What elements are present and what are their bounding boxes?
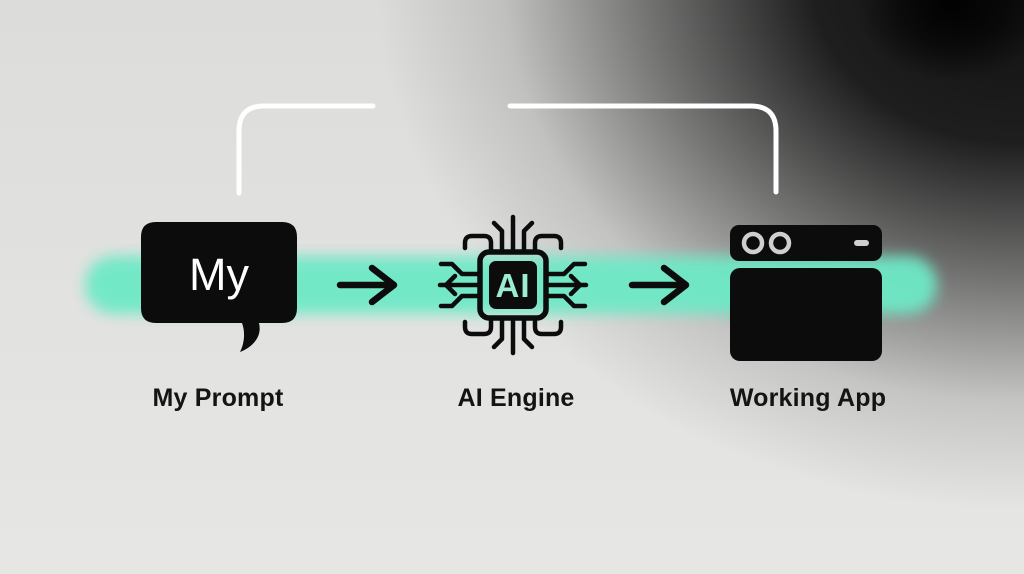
bubble-text: My bbox=[189, 249, 249, 300]
step-working-app bbox=[728, 223, 884, 363]
arrow-right-icon bbox=[336, 264, 398, 306]
browser-window-icon bbox=[730, 225, 882, 361]
step-ai-engine: AI bbox=[428, 203, 598, 367]
step-label-my-prompt: My Prompt bbox=[152, 384, 284, 412]
ai-chip-icon bbox=[437, 214, 589, 356]
step-my-prompt: My bbox=[140, 221, 298, 355]
arrow-right-icon bbox=[628, 264, 690, 306]
step-label-ai-engine: AI Engine bbox=[457, 384, 575, 412]
chip-text: AI bbox=[495, 267, 531, 304]
speech-bubble-icon bbox=[141, 222, 297, 352]
step-label-working-app: Working App bbox=[729, 384, 887, 412]
window-minimize-icon bbox=[854, 240, 869, 246]
window-dot-icon bbox=[768, 231, 792, 255]
window-dot-icon bbox=[741, 231, 765, 255]
